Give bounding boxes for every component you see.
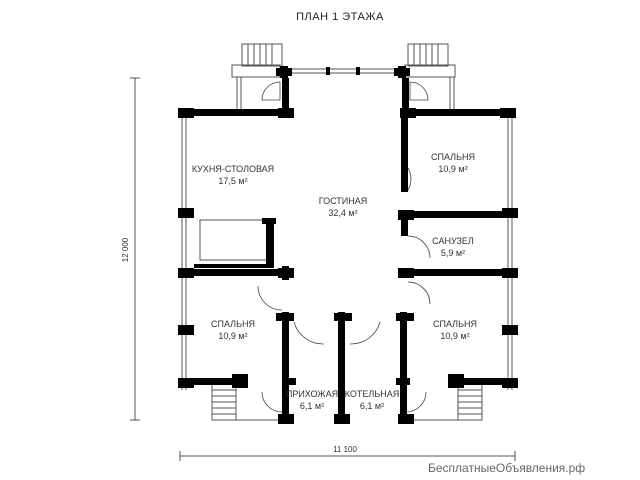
room-label-bedroom-ne: СПАЛЬНЯ 10,9 м² [431, 152, 475, 174]
porch-top-right [404, 43, 456, 112]
svg-text:17,5 м²: 17,5 м² [218, 176, 247, 186]
svg-text:10,9 м²: 10,9 м² [218, 331, 247, 341]
room-label-boiler: КОТЕЛЬНАЯ 6,1 м² [345, 389, 399, 411]
svg-text:СПАЛЬНЯ: СПАЛЬНЯ [433, 319, 477, 329]
walls [178, 66, 518, 424]
svg-text:6,1 м²: 6,1 м² [360, 401, 384, 411]
room-label-bedroom-se: СПАЛЬНЯ 10,9 м² [433, 319, 477, 341]
svg-text:КОТЕЛЬНАЯ: КОТЕЛЬНАЯ [345, 389, 399, 399]
plan-title: ПЛАН 1 ЭТАЖА [296, 11, 384, 23]
svg-text:СПАЛЬНЯ: СПАЛЬНЯ [211, 319, 255, 329]
svg-text:10,9 м²: 10,9 м² [440, 331, 469, 341]
svg-text:ПРИХОЖАЯ: ПРИХОЖАЯ [286, 389, 338, 399]
porch-bottom-right [405, 383, 483, 421]
svg-text:СПАЛЬНЯ: СПАЛЬНЯ [431, 152, 475, 162]
svg-text:10,9 м²: 10,9 м² [438, 164, 467, 174]
room-label-hall: ПРИХОЖАЯ 6,1 м² [286, 389, 338, 411]
svg-text:КУХНЯ-СТОЛОВАЯ: КУХНЯ-СТОЛОВАЯ [192, 164, 274, 174]
svg-text:САНУЗЕЛ: САНУЗЕЛ [432, 236, 474, 246]
height-dimension: 12 000 [121, 77, 140, 421]
room-label-kitchen: КУХНЯ-СТОЛОВАЯ 17,5 м² [192, 164, 274, 186]
width-dimension: 11 100 [179, 445, 516, 461]
room-label-bath: САНУЗЕЛ 5,9 м² [432, 236, 474, 258]
svg-text:32,4 м²: 32,4 м² [328, 208, 357, 218]
watermark: БесплатныеОбъявления.рф [428, 461, 585, 475]
window-lines [181, 68, 513, 390]
svg-text:ГОСТИНАЯ: ГОСТИНАЯ [319, 196, 368, 206]
porch-top-left [231, 43, 283, 112]
width-dimension-label: 11 100 [333, 445, 357, 454]
room-label-living: ГОСТИНАЯ 32,4 м² [319, 196, 368, 218]
svg-text:6,1 м²: 6,1 м² [300, 401, 324, 411]
doors [257, 81, 431, 413]
porch-bottom-left [211, 383, 280, 421]
svg-text:5,9 м²: 5,9 м² [441, 248, 465, 258]
height-dimension-label: 12 000 [121, 237, 130, 262]
room-label-bedroom-sw: СПАЛЬНЯ 10,9 м² [211, 319, 255, 341]
